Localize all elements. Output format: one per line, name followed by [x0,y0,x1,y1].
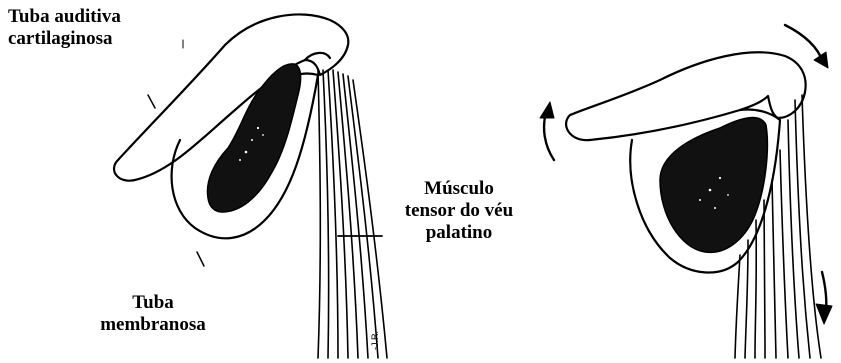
label-musculo-line3: palatino [392,222,526,244]
pull-arrow-down [816,272,832,324]
label-musculo: Músculo tensor do véu palatino [392,178,526,244]
left-muscle-fibers [318,70,387,358]
rotation-arrow-top [785,25,828,68]
label-tuba-membranosa-line2: membranosa [90,314,216,336]
label-musculo-line1: Músculo [392,178,526,200]
right-lumen [660,118,767,253]
rotation-arrow-left [540,102,554,160]
right-cartilage [566,52,806,140]
label-tuba-membranosa: Tuba membranosa [90,292,216,336]
label-tuba-auditiva-line2: cartilaginosa [8,28,121,50]
label-tuba-membranosa-line1: Tuba [90,292,216,314]
label-musculo-line2: tensor do véu [392,200,526,222]
label-tuba-auditiva-line1: Tuba auditiva [8,6,121,28]
label-tuba-auditiva: Tuba auditiva cartilaginosa [8,6,121,50]
artist-signature: -J.R.- [370,328,380,350]
